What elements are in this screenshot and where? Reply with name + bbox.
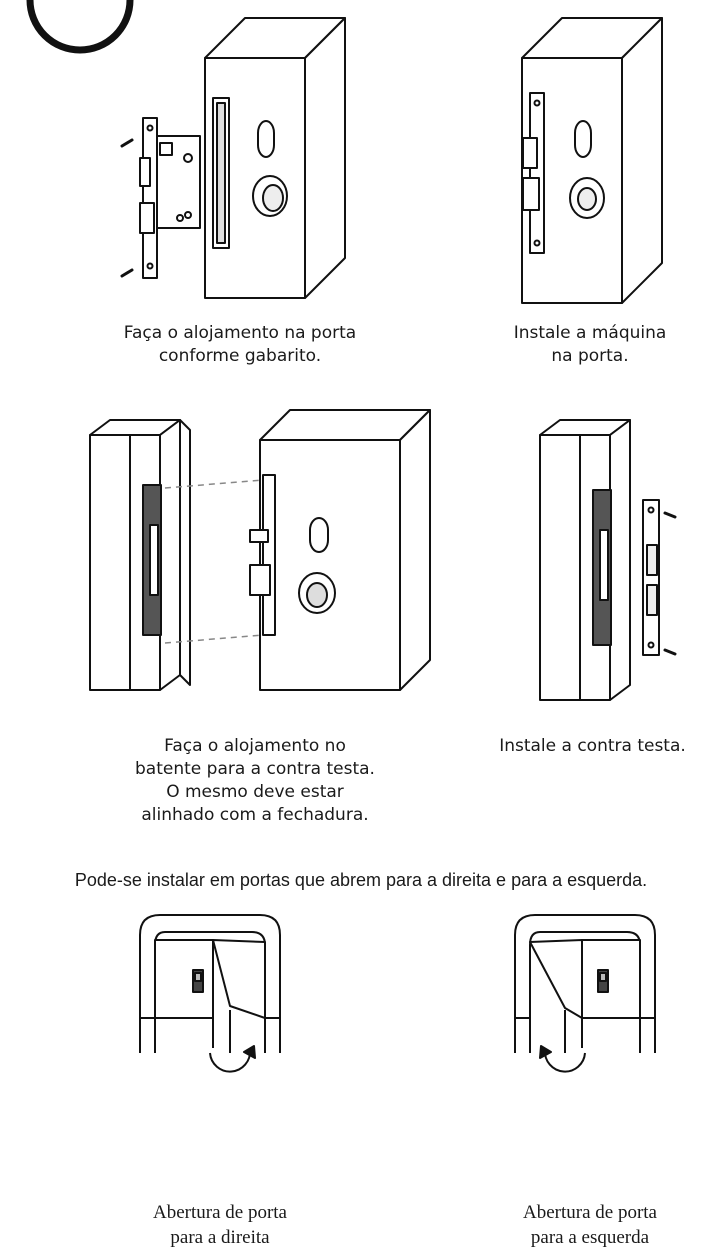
orientation-note: Pode-se instalar em portas que abrem par… [74, 870, 648, 890]
step-badge-icon [26, 0, 134, 54]
door-open-left-icon [514, 914, 656, 1019]
strike-plate-install-icon [539, 419, 677, 701]
lock-installed-door-icon [521, 17, 663, 304]
door-open-left-icon-lower [514, 1010, 656, 1073]
door-mortise-install-icon [120, 17, 346, 299]
door-open-right-icon [139, 914, 281, 1019]
step-4-caption: Instale a contra testa. [499, 736, 686, 756]
door-open-right-icon-lower [139, 1010, 281, 1073]
frame-alignment-icon [89, 409, 431, 691]
